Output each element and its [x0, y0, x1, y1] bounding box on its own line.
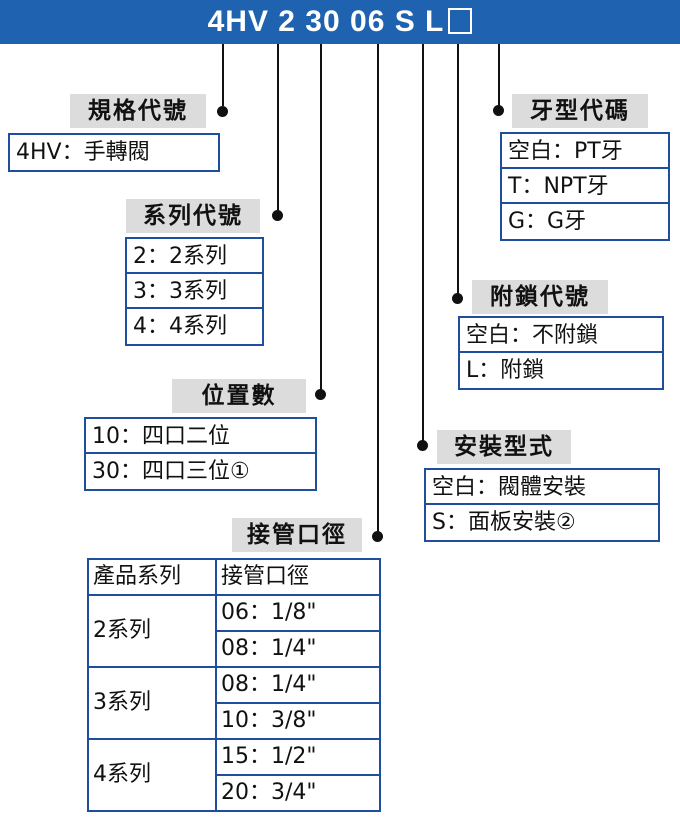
connector-lock — [457, 44, 459, 298]
model-code-title: 4HV 2 30 06 S L — [0, 0, 680, 44]
connector-series — [277, 44, 279, 214]
thread-code-dot — [493, 105, 504, 116]
mount-type-header: 安裝型式 — [437, 430, 571, 464]
mount-type-dot — [417, 440, 428, 451]
lock-code-dot — [452, 293, 463, 304]
thread-code-item: T：NPT牙 — [502, 169, 668, 204]
spec-code-item: 4HV：手轉閥 — [16, 140, 150, 165]
position-item: 10：四口二位 — [86, 419, 315, 454]
port-size-table: 產品系列 接管口徑 2系列 06：1/8" 08：1/4" 3系列 08：1/4… — [87, 558, 381, 812]
table-row: 3系列 08：1/4" — [87, 666, 381, 740]
size-cell: 08：1/4" — [215, 666, 381, 704]
spec-code-box: 4HV：手轉閥 — [8, 133, 220, 172]
connector-spec — [222, 44, 224, 106]
series-code-item: 2：2系列 — [127, 239, 262, 274]
series-code-dot — [272, 210, 283, 221]
series-code-box: 2：2系列 3：3系列 4：4系列 — [125, 237, 264, 346]
thread-code-header: 牙型代碼 — [512, 94, 648, 128]
lock-code-header: 附鎖代號 — [472, 280, 608, 314]
series-cell: 2系列 — [87, 594, 217, 668]
mount-type-title: 安裝型式 — [454, 434, 554, 460]
position-item: 30：四口三位① — [92, 459, 250, 484]
lock-code-item: 空白：不附鎖 — [460, 318, 662, 353]
table-row: 10：3/8" — [88, 702, 381, 740]
port-size-title: 接管口徑 — [247, 522, 347, 548]
lock-code-title: 附鎖代號 — [490, 284, 590, 310]
series-code-header: 系列代號 — [126, 199, 260, 233]
lock-code-box: 空白：不附鎖 L：附鎖 — [458, 316, 664, 390]
table-row: 08：1/4" — [88, 630, 381, 668]
model-code-banner — [0, 0, 680, 44]
size-cell: 15：1/2" — [215, 738, 381, 776]
table-header-cell: 接管口徑 — [215, 558, 381, 596]
connector-port — [377, 44, 379, 536]
table-header-row: 產品系列 接管口徑 — [87, 558, 381, 596]
port-size-dot — [372, 531, 383, 542]
model-code-text: 4HV 2 30 06 S L — [207, 5, 445, 38]
table-row: 4系列 15：1/2" — [87, 738, 381, 812]
connector-mount — [422, 44, 424, 444]
lock-code-item: L：附鎖 — [466, 358, 545, 383]
position-box: 10：四口二位 30：四口三位① — [84, 417, 317, 491]
connector-position — [320, 44, 322, 394]
series-code-item: 3：3系列 — [127, 274, 262, 309]
blank-code-box — [448, 8, 473, 34]
size-cell: 10：3/8" — [215, 702, 381, 740]
table-row: 20：3/4" — [88, 774, 381, 812]
table-row: 2系列 06：1/8" — [87, 594, 381, 668]
spec-code-dot — [217, 106, 228, 117]
thread-code-item: 空白：PT牙 — [502, 134, 668, 169]
series-cell: 3系列 — [87, 666, 217, 740]
position-dot — [315, 389, 326, 400]
size-cell: 06：1/8" — [215, 594, 381, 632]
mount-type-box: 空白：閥體安裝 S：面板安裝② — [424, 468, 660, 542]
series-code-item: 4：4系列 — [133, 314, 227, 339]
thread-code-item: G：G牙 — [508, 209, 587, 234]
thread-code-box: 空白：PT牙 T：NPT牙 G：G牙 — [500, 132, 670, 241]
mount-type-item: 空白：閥體安裝 — [426, 470, 658, 505]
series-cell: 4系列 — [87, 738, 217, 812]
connector-thread — [498, 44, 500, 110]
size-cell: 08：1/4" — [215, 630, 381, 668]
mount-type-item: S：面板安裝② — [432, 510, 576, 535]
size-cell: 20：3/4" — [215, 774, 381, 812]
series-code-title: 系列代號 — [143, 203, 243, 229]
spec-code-header: 規格代號 — [70, 94, 206, 128]
position-header: 位置數 — [172, 379, 306, 413]
spec-code-title: 規格代號 — [88, 98, 188, 124]
port-size-header: 接管口徑 — [232, 518, 362, 552]
thread-code-title: 牙型代碼 — [530, 98, 630, 124]
position-title: 位置數 — [201, 383, 277, 409]
table-header-cell: 產品系列 — [87, 558, 217, 596]
